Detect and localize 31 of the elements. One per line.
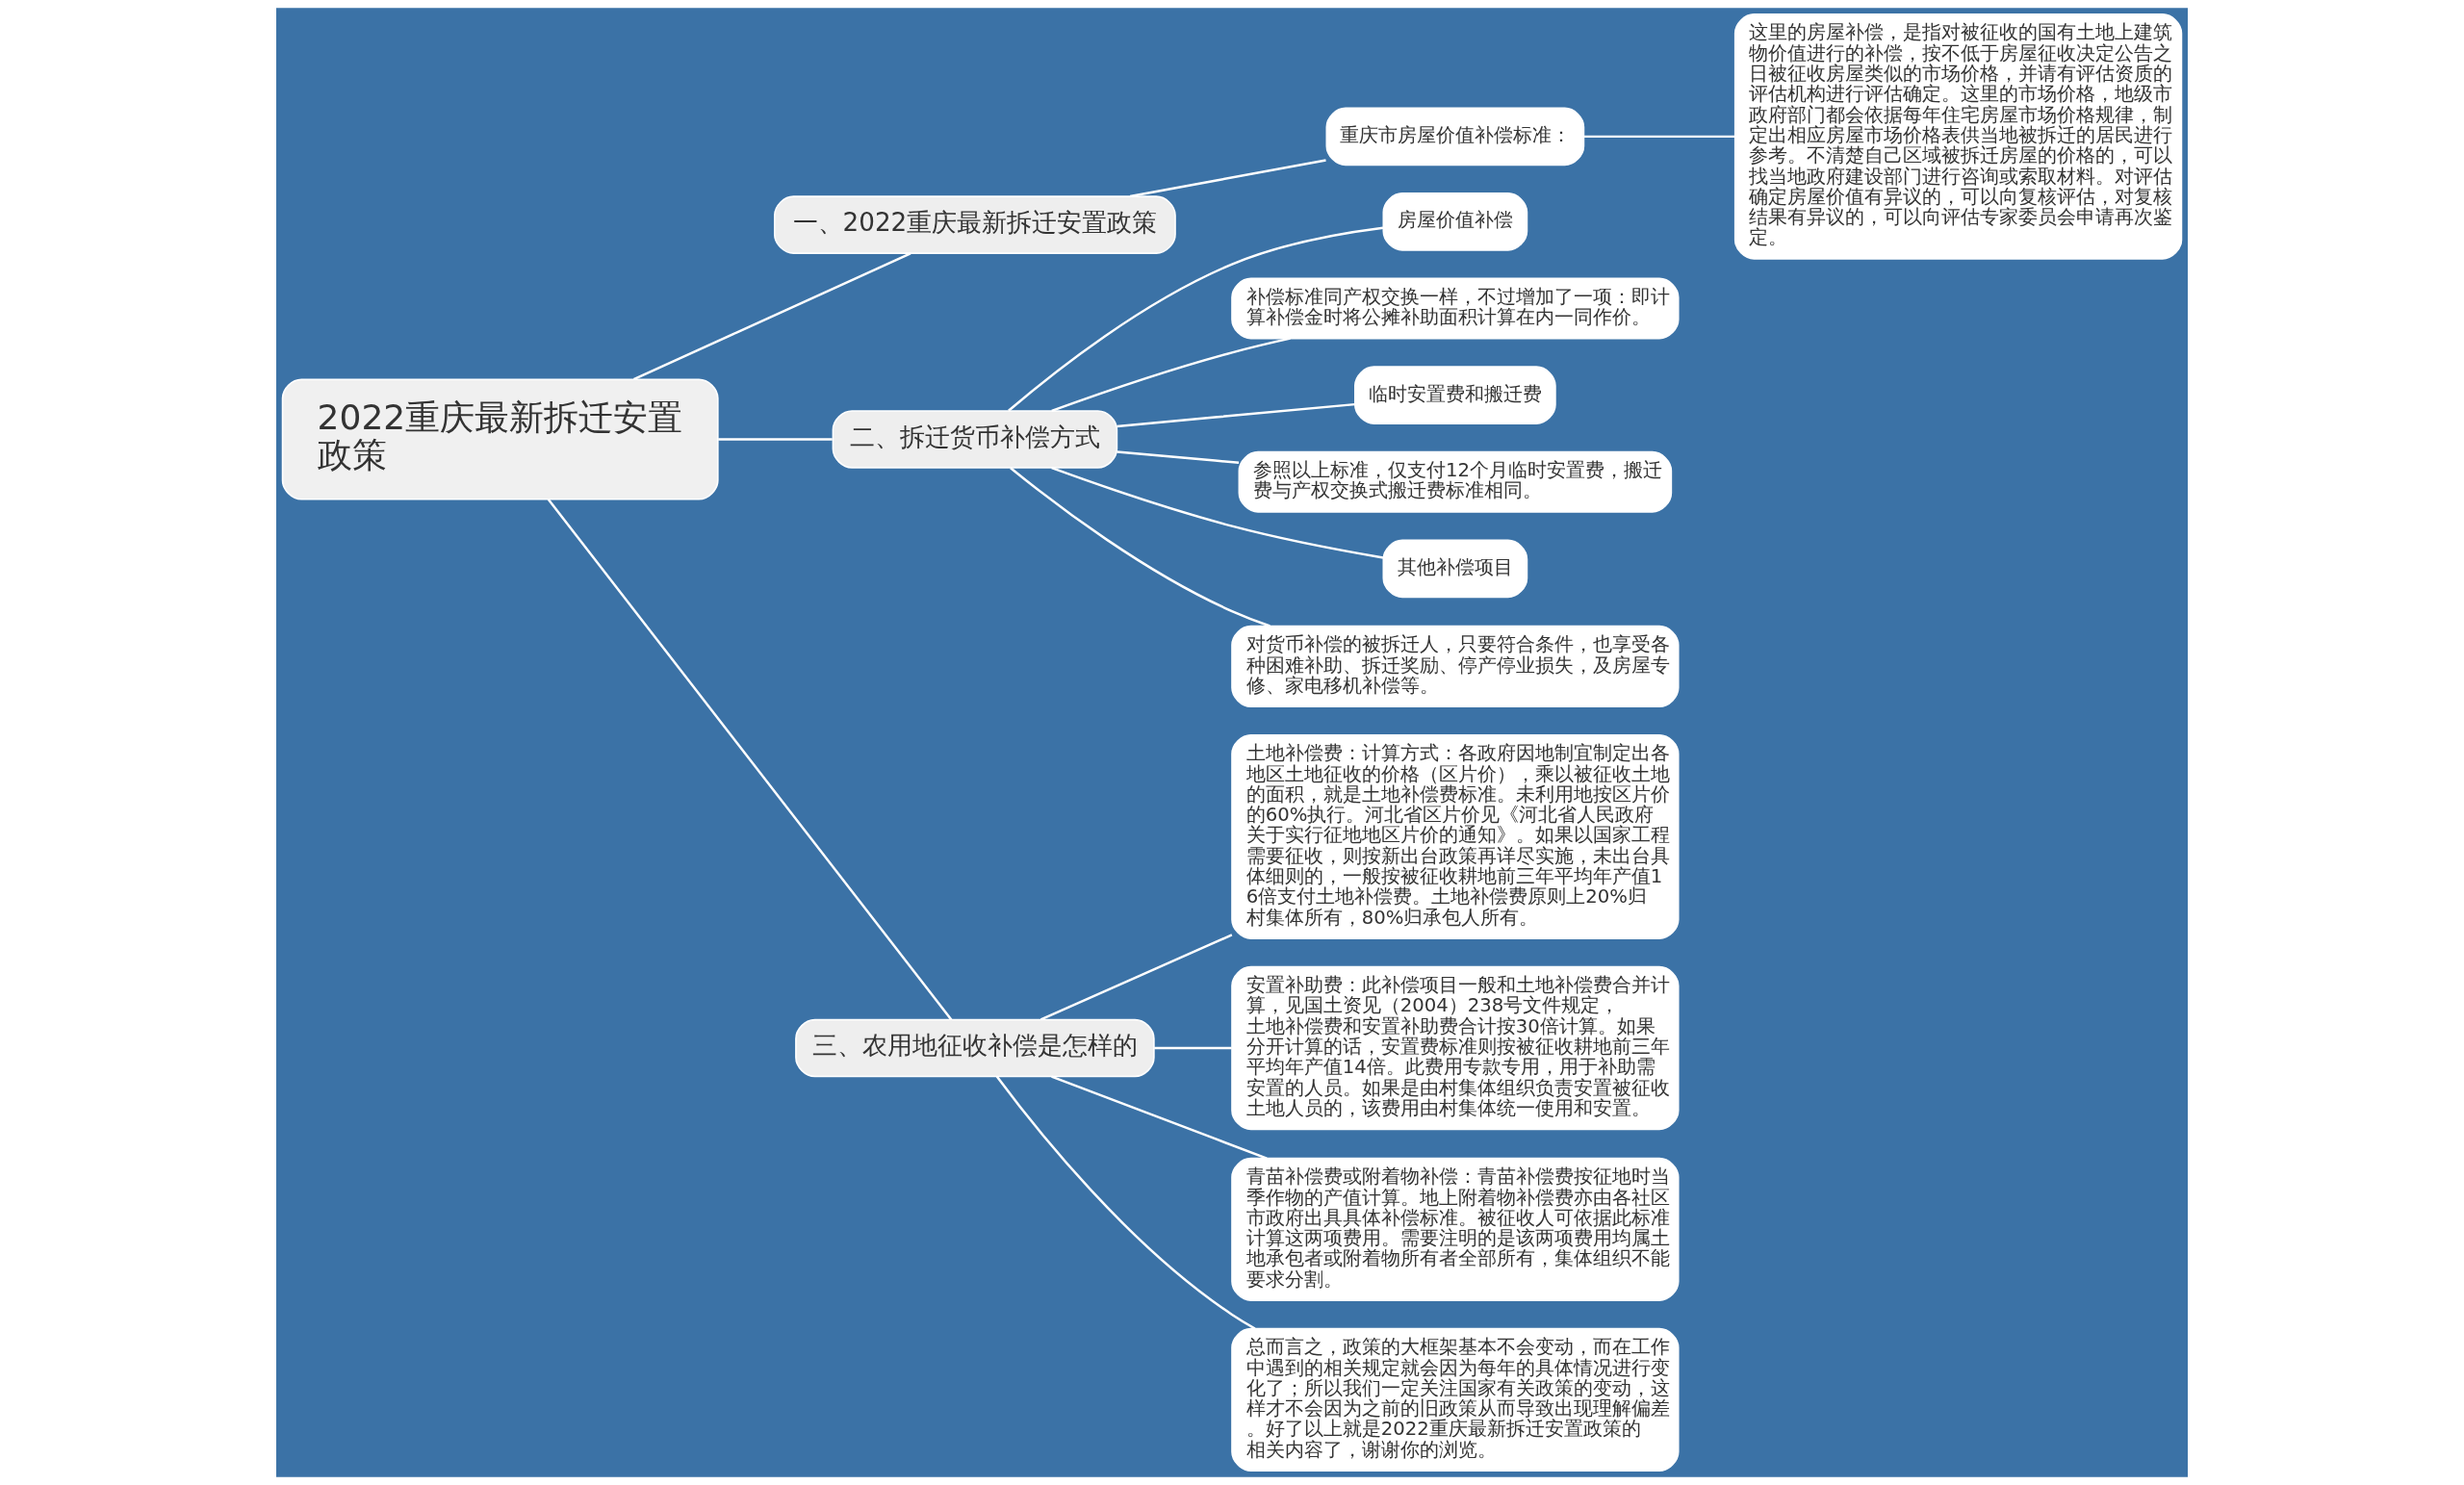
connector bbox=[1010, 467, 1270, 627]
connector bbox=[718, 438, 833, 441]
node-box: 参照以上标准，仅支付12个月临时安置费，搬迁费与产权交换式搬迁费标准相同。 bbox=[1238, 450, 1673, 513]
node-box: 土地补偿费：计算方式：各政府因地制宜制定出各地区土地征收的价格（区片价），乘以被征收土地的面积，就是土地补偿费标准。未利用地按区片价的60%执行。河北省区片价见《河北省人民政府关于实行征地地区片价的通知》。如果以国家工程需要征收，则按新出台政策再详尽实施，未出台具体细则的，一般按被征收耕地前三年平均年产值16倍支付土地补偿费。土地补偿费原则上20%归村集体所有，80%归承包人所有。 bbox=[1231, 733, 1680, 939]
connector bbox=[1154, 1046, 1232, 1050]
node-box: 一、2022重庆最新拆迁安置政策 bbox=[773, 195, 1176, 254]
connector bbox=[1583, 135, 1735, 139]
node-box: 补偿标准同产权交换一样，不过增加了一项：即计算补偿金时将公摊补助面积计算在内一同作价。 bbox=[1231, 277, 1680, 340]
node-box: 二、拆迁货币补偿方式 bbox=[832, 410, 1118, 469]
connector bbox=[632, 252, 911, 381]
connector bbox=[1051, 467, 1384, 559]
connector bbox=[1040, 934, 1233, 1021]
node-box: 总而言之，政策的大框架基本不会变动，而在工作中遇到的相关规定就会因为每年的具体情况进行变化了；所以我们一定关注国家有关政策的变动，这样才不会因为之前的旧政策从而导致出现理解偏差。好了以上就是2022重庆最新拆迁安置政策的相关内容了，谢谢你的浏览。 bbox=[1231, 1327, 1680, 1472]
node-box: 安置补助费：此补偿项目一般和土地补偿费合并计算，见国土资见（2004）238号文件规定，土地补偿费和安置补助费合计按30倍计算。如果分开计算的话，安置费标准则按被征收耕地前三年平均年产值14倍。此费用专款专用，用于补助需安置的人员。如果是由村集体组织负责安置被征收土地人员的，该费用由村集体统一使用和安置。 bbox=[1231, 965, 1680, 1131]
node-box: 三、农用地征收补偿是怎样的 bbox=[795, 1018, 1155, 1078]
node-box: 临时安置费和搬迁费 bbox=[1354, 366, 1556, 424]
connector bbox=[995, 1075, 1256, 1330]
connector bbox=[1129, 159, 1326, 198]
connector bbox=[1116, 402, 1355, 428]
node-box: 重庆市房屋价值补偿标准： bbox=[1325, 107, 1585, 166]
node-box: 2022重庆最新拆迁安置政策 bbox=[281, 378, 719, 500]
node-box: 房屋价值补偿 bbox=[1382, 192, 1528, 251]
node-box: 对货币补偿的被拆迁人，只要符合条件，也享受各种困难补助、拆迁奖励、停产停业损失，及房屋专修、家电移机补偿等。 bbox=[1231, 625, 1680, 708]
connector bbox=[1008, 226, 1384, 412]
connector bbox=[1051, 1075, 1268, 1160]
connector bbox=[547, 499, 953, 1021]
node-box: 其他补偿项目 bbox=[1382, 539, 1528, 599]
node-box: 青苗补偿费或附着物补偿：青苗补偿费按征地时当季作物的产值计算。地上附着物补偿费亦由各社区市政府出具具体补偿标准。被征收人可依据此标准计算这两项费用。需要注明的是该两项费用均属土地承包者或附着物所有者全部所有，集体组织不能要求分割。 bbox=[1231, 1157, 1680, 1301]
connector bbox=[1116, 450, 1240, 465]
connector bbox=[1051, 337, 1291, 413]
node-box: 这里的房屋补偿，是指对被征收的国有土地上建筑物价值进行的补偿，按不低于房屋征收决定公告之日被征收房屋类似的市场价格，并请有评估资质的评估机构进行评估确定。这里的市场价格，地级市政府部门都会依据每年住宅房屋市场价格规律，制定出相应房屋市场价格表供当地被拆迁的居民进行参考。不清楚自己区域被拆迁房屋的价格的，可以找当地政府建设部门进行咨询或索取材料。对评估确定房屋价值有异议的，可以向复核评估，对复核结果有异议的，可以向评估专家委员会申请再次鉴定。 bbox=[1733, 13, 2183, 260]
